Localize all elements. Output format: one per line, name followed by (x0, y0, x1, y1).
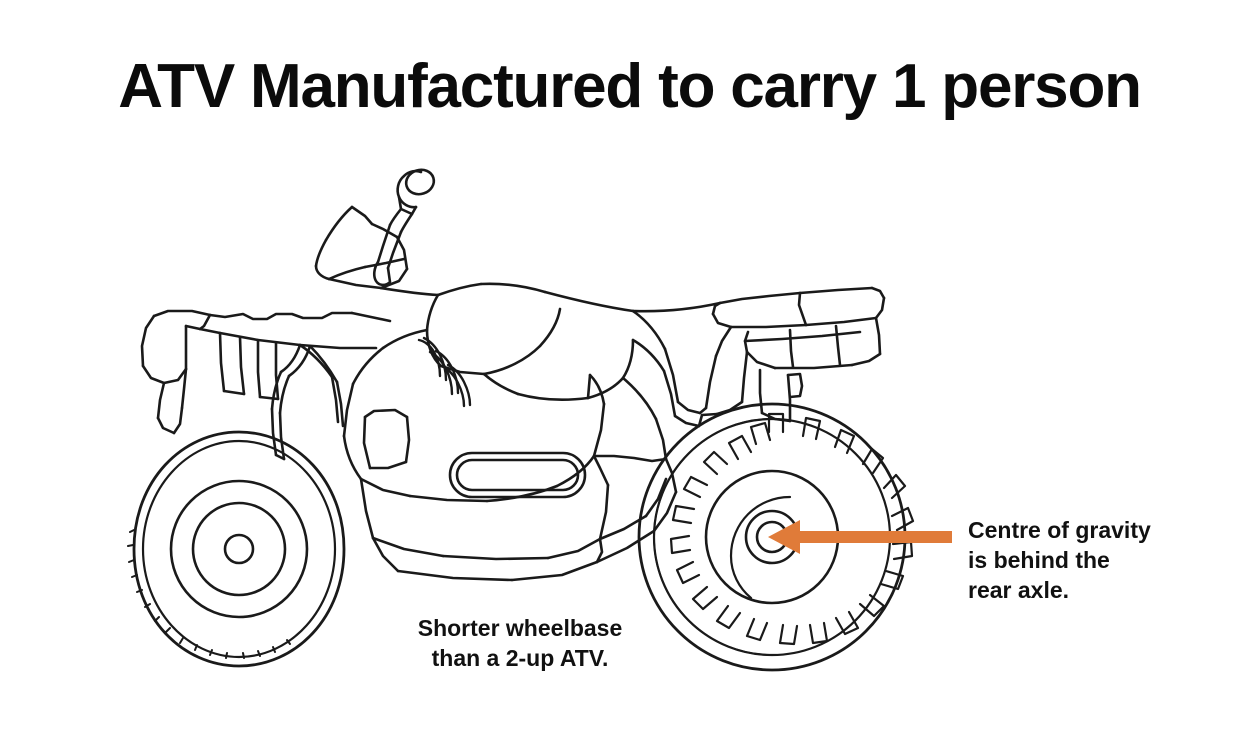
cog-line-3: rear axle. (968, 577, 1070, 603)
rear-body-panel (592, 454, 678, 494)
cog-line-1: Centre of gravity (968, 517, 1151, 543)
atv-body-lines (127, 168, 915, 672)
seat-and-tank (379, 282, 722, 401)
rear-tire-tread-lugs (653, 412, 915, 656)
front-suspension (218, 331, 345, 461)
cog-arrow (768, 520, 952, 554)
handlebar-cowl (314, 205, 409, 290)
front-rack (140, 309, 392, 435)
front-panel (362, 408, 411, 470)
lower-body-panels (342, 328, 606, 503)
cog-line-2: is behind the (968, 547, 1110, 573)
footwell (359, 451, 610, 582)
rear-fender (621, 309, 749, 461)
front-tire-tread (127, 529, 291, 659)
callout-wheelbase: Shorter wheelbase than a 2-up ATV. (390, 613, 650, 673)
side-vent-louvres (417, 336, 472, 408)
front-wheel (132, 430, 346, 668)
rear-rack (711, 286, 886, 370)
wheelbase-line-2: than a 2-up ATV. (431, 645, 609, 671)
page-title: ATV Manufactured to carry 1 person (118, 52, 1142, 121)
wheelbase-line-1: Shorter wheelbase (417, 615, 623, 641)
callout-centre-of-gravity: Centre of gravity is behind the rear axl… (968, 515, 1228, 605)
